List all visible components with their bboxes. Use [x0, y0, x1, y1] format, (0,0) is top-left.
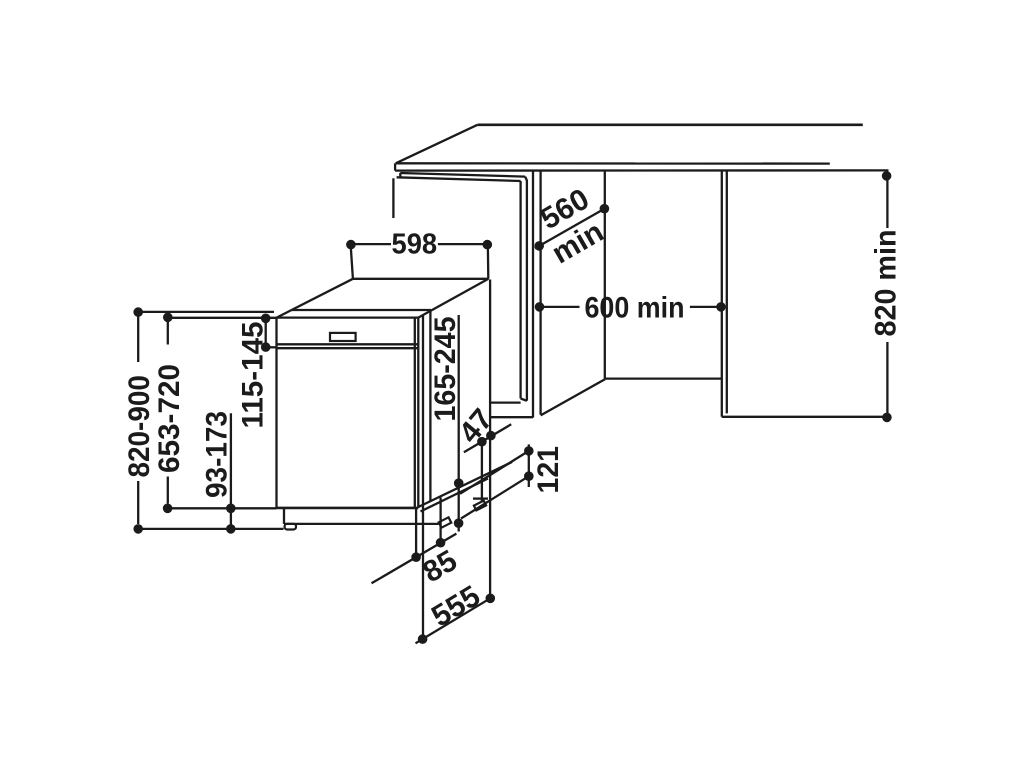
svg-text:600 min: 600 min [585, 292, 685, 325]
svg-text:165-245: 165-245 [429, 317, 462, 422]
svg-text:93-173: 93-173 [200, 411, 233, 498]
svg-text:820 min: 820 min [870, 230, 903, 337]
svg-text:653-720: 653-720 [153, 364, 186, 473]
svg-text:598: 598 [392, 229, 438, 261]
svg-text:820-900: 820-900 [123, 375, 156, 477]
svg-text:121: 121 [532, 446, 565, 494]
svg-text:115-145: 115-145 [236, 322, 269, 429]
